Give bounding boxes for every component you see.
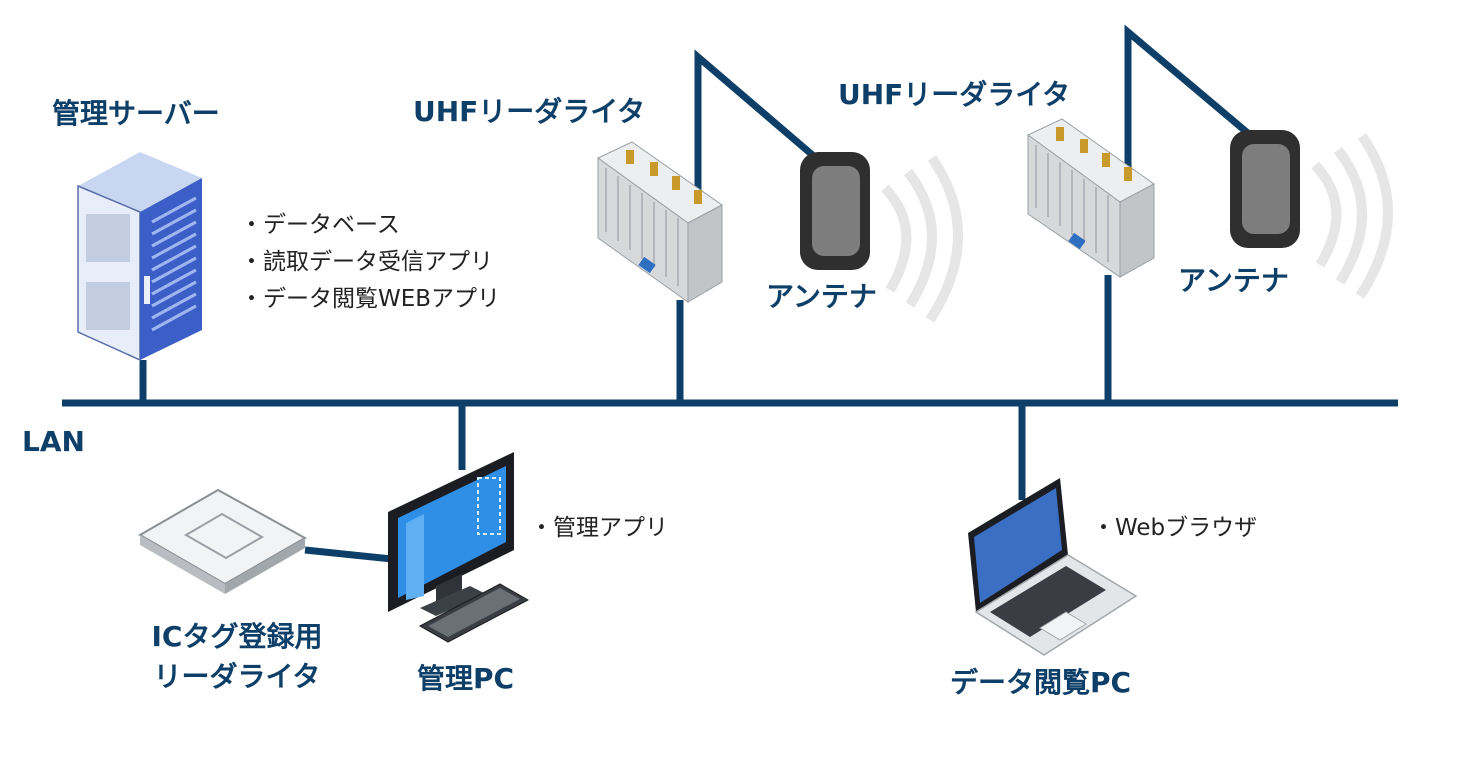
server-note-item: 読取データ受信アプリ (240, 244, 500, 281)
antenna-1-label: アンテナ (766, 280, 877, 313)
lan-label: LAN (22, 425, 85, 458)
laptop-icon (968, 478, 1138, 656)
antenna1-cable (694, 49, 833, 190)
ic-reader-label-line1: ICタグ登録用 (151, 620, 323, 653)
ic-reader-link-line (304, 546, 393, 563)
server-note-item: データ閲覧WEBアプリ (240, 281, 500, 318)
server-rack-icon (77, 152, 202, 362)
admin-pc-note-item: 管理アプリ (530, 510, 668, 547)
server-notes-list: データベース 読取データ受信アプリ データ閲覧WEBアプリ (240, 207, 500, 318)
ic-tag-reader-icon (137, 488, 308, 594)
viewer-pc-notes-list: Webブラウザ (1092, 510, 1257, 547)
desktop-pc-icon (388, 452, 530, 643)
server-label: 管理サーバー (52, 97, 220, 130)
viewer-pc-label: データ閲覧PC (950, 666, 1132, 699)
uhf-reader-icon (1027, 118, 1155, 278)
uhf-reader-1-label: UHFリーダライタ (413, 95, 646, 128)
admin-pc-label: 管理PC (417, 662, 515, 695)
server-note-item: データベース (240, 207, 500, 244)
antenna2-cable (1124, 24, 1265, 168)
uhf-reader-icon (597, 141, 723, 303)
admin-pc-notes-list: 管理アプリ (530, 510, 668, 547)
antenna-icon (800, 152, 963, 323)
uhf-reader-2-label: UHFリーダライタ (838, 78, 1071, 111)
network-lines (62, 24, 1398, 563)
antenna-icon (1230, 130, 1393, 299)
viewer-pc-note-item: Webブラウザ (1092, 510, 1257, 547)
antenna-2-label: アンテナ (1178, 264, 1289, 297)
ic-reader-label-line2: リーダライタ (153, 660, 321, 693)
